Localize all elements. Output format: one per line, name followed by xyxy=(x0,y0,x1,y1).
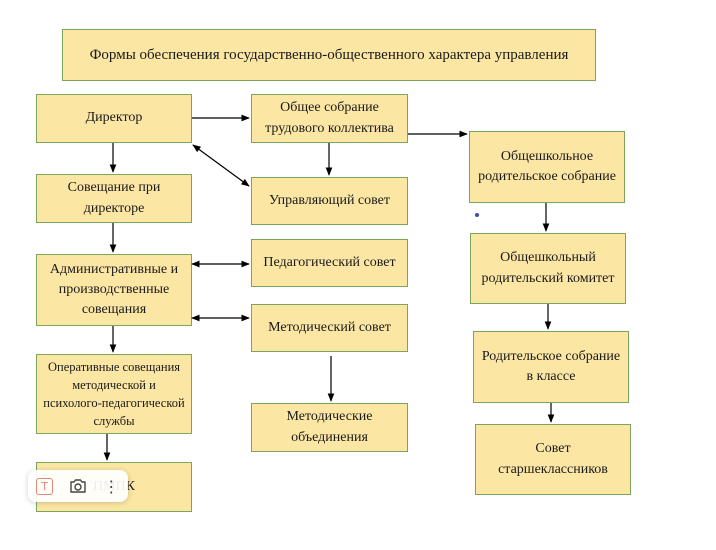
box-pedagogical-council: Педагогический совет xyxy=(251,239,408,287)
box-director: Директор xyxy=(36,94,192,143)
camera-search-button[interactable] xyxy=(65,473,91,499)
diagram-title: Формы обеспечения государственно-обществ… xyxy=(62,29,596,81)
box-director-meeting-label: Совещание при директоре xyxy=(67,180,161,216)
more-options-button[interactable]: ⋮ xyxy=(98,473,124,499)
box-governing-council: Управляющий совет xyxy=(251,177,408,225)
box-class-parent-meeting: Родительское собрание в классе xyxy=(473,331,629,403)
floating-toolbar: T ⋮ xyxy=(28,470,128,502)
box-class-parent-meeting-label: Родительское собрание в классе xyxy=(481,348,621,384)
box-pedagogical-council-label: Педагогический совет xyxy=(263,254,396,270)
box-general-meeting: Общее собрание трудового коллектива xyxy=(251,94,408,143)
camera-search-icon xyxy=(70,479,86,493)
box-senior-council-label: Совет старшеклассников xyxy=(498,441,608,477)
box-operative-meetings: Оперативные совещания методической и пси… xyxy=(36,354,192,434)
text-select-button[interactable]: T xyxy=(32,473,58,499)
box-director-label: Директор xyxy=(85,110,143,126)
box-admin-meetings-label: Административные и производственные сове… xyxy=(49,261,179,318)
box-operative-meetings-label: Оперативные совещания методической и пси… xyxy=(43,359,185,429)
box-methodical-unions: Методические объединения xyxy=(251,403,408,452)
box-senior-council: Совет старшеклассников xyxy=(475,424,631,495)
box-parent-assembly-label: Общешкольное родительское собрание xyxy=(478,148,616,184)
box-admin-meetings: Административные и производственные сове… xyxy=(36,254,192,326)
box-general-meeting-label: Общее собрание трудового коллектива xyxy=(265,100,394,136)
box-methodical-unions-label: Методические объединения xyxy=(286,409,373,445)
box-parent-assembly: Общешкольное родительское собрание xyxy=(469,131,625,203)
text-select-icon: T xyxy=(36,477,54,495)
diagram-title-text: Формы обеспечения государственно-обществ… xyxy=(89,46,569,63)
arrow-director-governing xyxy=(192,144,250,187)
box-governing-council-label: Управляющий совет xyxy=(268,192,391,208)
box-director-meeting: Совещание при директоре xyxy=(36,174,192,223)
box-methodical-council: Методический совет xyxy=(251,304,408,352)
stray-dot xyxy=(475,213,479,217)
more-vertical-icon: ⋮ xyxy=(103,476,120,496)
box-parent-committee-label: Общешкольный родительский комитет xyxy=(481,250,615,286)
box-parent-committee: Общешкольный родительский комитет xyxy=(470,233,626,304)
box-methodical-council-label: Методический совет xyxy=(268,319,391,335)
